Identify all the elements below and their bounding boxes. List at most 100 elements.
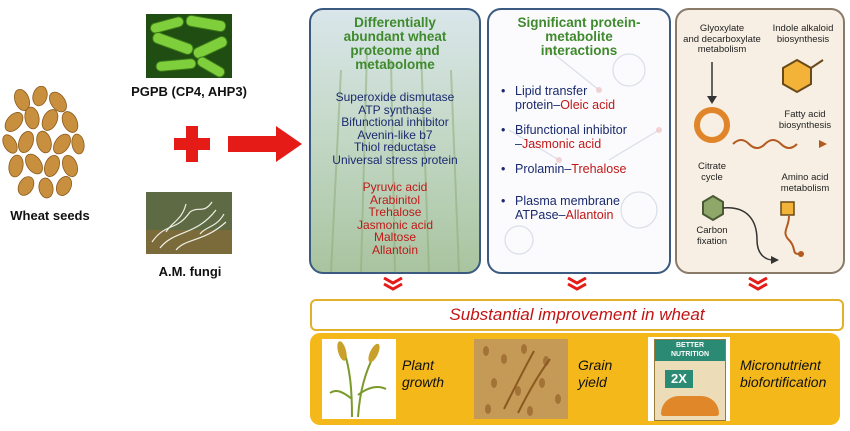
interaction-protein: Bifunctional inhibitor	[515, 123, 627, 137]
metabolite-list: Pyruvic acid Arabinitol Trehalose Jasmon…	[311, 181, 479, 257]
molecule-background	[504, 47, 662, 255]
wheat-field-background	[330, 49, 460, 272]
panel1-title-line: Differentially	[354, 15, 436, 30]
interaction-protein: Plasma membrane	[515, 194, 620, 208]
amino-acid-icon	[780, 201, 795, 216]
improvement-banner: Substantial improvement in wheat	[310, 299, 844, 331]
interaction-line: Lipid transfer	[515, 84, 667, 98]
brand-line: BETTER	[676, 342, 704, 349]
carbon-fixation-icon	[702, 194, 724, 222]
interaction-protein: protein–	[515, 98, 561, 112]
outcome-line: Grain	[578, 357, 613, 373]
metabolite-item: Arabinitol	[369, 192, 421, 207]
protein-item: Universal stress protein	[332, 152, 458, 167]
panel2-title-line: Significant protein-	[517, 15, 641, 30]
panel1-title-line: abundant wheat	[343, 29, 447, 44]
am-fungi-label: A.M. fungi	[158, 264, 222, 279]
protein-item: Bifunctional inhibitor	[341, 115, 449, 130]
outcomes-box: Plant growth Grain yield BETTER NUTRITIO…	[310, 333, 840, 425]
carbon-fixation-label: Carbon fixation	[682, 225, 742, 247]
bullet: •	[501, 194, 506, 208]
pathway-label-line: Fatty acid	[784, 109, 826, 120]
panel1-title: Differentially abundant wheat proteome a…	[311, 16, 479, 72]
interaction-metabolite: Trehalose	[571, 162, 627, 176]
metabolite-item: Allantoin	[371, 242, 419, 257]
protein-list: Superoxide dismutase ATP synthase Bifunc…	[311, 91, 479, 167]
panel1-title-line: metabolome	[355, 57, 435, 72]
panel2-title: Significant protein- metabolite interact…	[489, 16, 669, 58]
pathway-label-line: fixation	[696, 235, 728, 247]
interaction-line: Bifunctional inhibitor	[515, 123, 667, 137]
interaction-protein: Lipid transfer	[515, 84, 588, 98]
interaction-line: Prolamin–Trehalose	[515, 162, 667, 176]
protein-item: ATP synthase	[358, 102, 432, 117]
interaction-item: • Plasma membrane ATPase–Allantoin	[501, 194, 667, 222]
nutrition-package-image: BETTER NUTRITION 2X	[648, 337, 730, 421]
interaction-item: • Bifunctional inhibitor –Jasmonic acid	[501, 123, 667, 151]
bullet: •	[501, 123, 506, 137]
am-fungi-image	[146, 192, 232, 254]
brand-line: NUTRITION	[670, 351, 710, 358]
chevron-down-icon	[748, 277, 768, 291]
outcome-line: Micronutrient	[740, 357, 821, 373]
citrate-cycle-icon	[694, 107, 730, 143]
bullet: •	[501, 162, 506, 176]
interaction-item: • Lipid transfer protein–Oleic acid	[501, 84, 667, 112]
micronutrient-text: Micronutrient biofortification	[740, 357, 826, 391]
pathway-label-line: biosynthesis	[778, 119, 832, 131]
pathway-icons	[694, 58, 827, 264]
pathway-label-line: cycle	[701, 171, 723, 183]
protein-metabolite-interactions-panel: Significant protein- metabolite interact…	[487, 8, 671, 274]
chevron-down-icon	[567, 277, 587, 291]
glyoxylate-label: Glyoxylate and decarboxylate metabolism	[679, 23, 765, 56]
interaction-protein: –	[515, 137, 522, 151]
metabolic-pathways-panel: Glyoxylate and decarboxylate metabolism …	[675, 8, 845, 274]
plant-growth-text: Plant growth	[402, 357, 444, 391]
outcome-line: yield	[578, 374, 607, 390]
pathway-label-line: Citrate	[698, 161, 726, 172]
citrate-label: Citrate cycle	[682, 161, 742, 183]
interaction-line: ATPase–Allantoin	[515, 208, 667, 222]
panel1-title-line: proteome and	[350, 43, 440, 58]
protein-item: Superoxide dismutase	[335, 90, 455, 104]
proteome-metabolome-panel: Differentially abundant wheat proteome a…	[309, 8, 481, 274]
pathway-label-line: metabolism	[780, 182, 830, 194]
interaction-list: • Lipid transfer protein–Oleic acid • Bi…	[501, 84, 667, 233]
interaction-item: • Prolamin–Trehalose	[501, 162, 667, 176]
brand-header: BETTER NUTRITION	[655, 340, 725, 361]
interaction-metabolite: Jasmonic acid	[521, 137, 602, 151]
fatty-acid-label: Fatty acid biosynthesis	[767, 109, 843, 131]
arrow-right-icon	[228, 126, 302, 162]
metabolite-item: Trehalose	[368, 205, 422, 220]
panel2-title-line: interactions	[540, 43, 618, 58]
package-body: BETTER NUTRITION 2X	[654, 339, 726, 421]
pathway-label-line: biosynthesis	[776, 33, 830, 45]
fatty-acid-chain-icon	[732, 139, 798, 149]
grain-yield-text: Grain yield	[578, 357, 612, 391]
pgpb-bacteria-image	[146, 14, 232, 78]
grain-pile	[661, 396, 719, 416]
pathway-label-line: Glyoxylate	[699, 23, 745, 34]
wheat-seeds-image	[2, 85, 86, 204]
interaction-line: –Jasmonic acid	[515, 137, 667, 151]
pathway-label-line: and decarboxylate	[683, 33, 761, 45]
outcome-line: biofortification	[740, 374, 827, 390]
amino-acid-label: Amino acid metabolism	[769, 172, 841, 194]
interaction-metabolite: Allantoin	[565, 208, 614, 222]
pathway-label-line: metabolism	[697, 44, 747, 55]
protein-item: Avenin-like b7	[357, 127, 433, 142]
chevron-down-icon	[383, 277, 403, 291]
metabolite-item: Pyruvic acid	[362, 180, 428, 194]
pathway-label-line: Carbon	[696, 225, 728, 236]
bullet: •	[501, 84, 506, 98]
protein-item: Thiol reductase	[353, 140, 437, 155]
metabolite-item: Jasmonic acid	[356, 217, 434, 232]
pathway-label-line: Amino acid	[781, 172, 829, 183]
plant-growth-image	[322, 339, 396, 419]
indole-label: Indole alkaloid biosynthesis	[763, 23, 843, 45]
outcome-line: growth	[402, 374, 445, 390]
plus-icon	[174, 126, 210, 162]
metabolite-item: Maltose	[373, 230, 417, 245]
grain-yield-image	[474, 339, 568, 419]
package-badge: 2X	[665, 370, 693, 388]
